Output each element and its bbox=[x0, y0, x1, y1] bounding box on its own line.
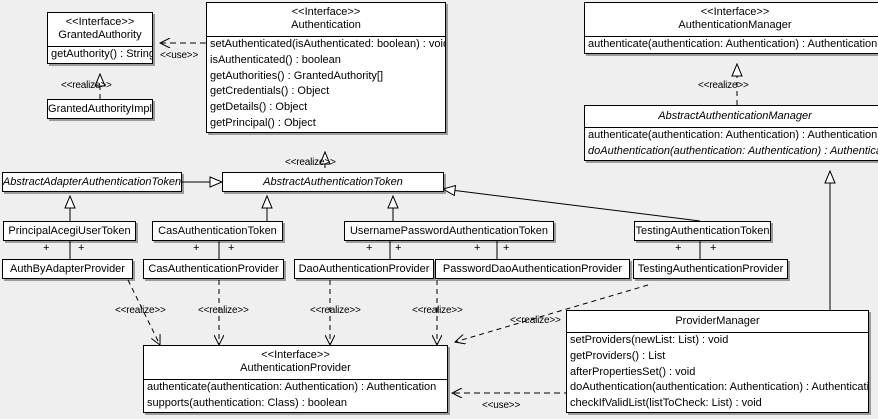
class-header-authentication-provider: <<Interface>> AuthenticationProvider bbox=[144, 346, 447, 379]
class-name-testing-authentication-provider: TestingAuthenticationProvider bbox=[637, 263, 784, 275]
class-granted-authority[interactable]: <<Interface>> GrantedAuthority getAuthor… bbox=[47, 12, 153, 64]
class-name-principal-acegi-user-token: PrincipalAcegiUserToken bbox=[8, 225, 131, 237]
member-get-authorities: getAuthorities() : GrantedAuthority[] bbox=[210, 69, 384, 82]
multiplicity-cas-left: + bbox=[193, 242, 200, 254]
class-auth-by-adapter-provider[interactable]: AuthByAdapterProvider bbox=[2, 259, 133, 279]
member-authenticate: authenticate(authentication: Authenticat… bbox=[147, 381, 437, 393]
class-name-authentication-manager: AuthenticationManager bbox=[678, 19, 792, 31]
edge-label-realize-granted-authority-impl: <<realize>> bbox=[61, 80, 112, 91]
class-password-dao-authentication-provider[interactable]: PasswordDaoAuthenticationProvider bbox=[435, 259, 630, 279]
stereotype-interface: <<Interface>> bbox=[291, 6, 361, 18]
edge-label-realize-testing-provider: <<realize>> bbox=[510, 315, 561, 326]
class-header-provider-manager: ProviderManager bbox=[567, 311, 868, 332]
class-provider-manager[interactable]: ProviderManager setProviders(newList: Li… bbox=[566, 310, 869, 413]
edge-label-realize-dao-provider: <<realize>> bbox=[310, 305, 361, 316]
member-set-authenticated: setAuthenticated(isAuthenticated: boolea… bbox=[210, 38, 446, 50]
edge-label-realize-cas-provider: <<realize>> bbox=[198, 305, 249, 316]
class-name-cas-authentication-provider: CasAuthenticationProvider bbox=[148, 263, 279, 275]
class-header-authentication: <<Interface>> Authentication bbox=[207, 3, 445, 36]
class-abstract-authentication-manager[interactable]: AbstractAuthenticationManager authentica… bbox=[584, 105, 878, 161]
class-name-authentication-provider: AuthenticationProvider bbox=[240, 362, 351, 374]
multiplicity-testing-right: + bbox=[710, 242, 717, 254]
class-dao-authentication-provider[interactable]: DaoAuthenticationProvider bbox=[294, 259, 434, 279]
stereotype-interface: <<Interface>> bbox=[700, 6, 770, 18]
members-granted-authority: getAuthority() : String bbox=[48, 47, 152, 63]
member-get-principal: getPrincipal() : Object bbox=[210, 116, 316, 129]
class-header-granted-authority: <<Interface>> GrantedAuthority bbox=[48, 13, 152, 46]
member-get-providers: getProviders() : List bbox=[570, 349, 666, 362]
class-name-username-password-authentication-token: UsernamePasswordAuthenticationToken bbox=[349, 225, 549, 237]
members-abstract-authentication-manager: authenticate(authentication: Authenticat… bbox=[585, 128, 878, 160]
edge-label-realize-auth-by-adapter-provider: <<realize>> bbox=[115, 305, 166, 316]
multiplicity-cas-right: + bbox=[228, 242, 235, 254]
stereotype-interface: <<Interface>> bbox=[261, 349, 330, 361]
class-abstract-adapter-authentication-token[interactable]: AbstractAdapterAuthenticationToken bbox=[2, 172, 182, 192]
class-name-dao-authentication-provider: DaoAuthenticationProvider bbox=[298, 263, 430, 275]
members-authentication-manager: authenticate(authentication: Authenticat… bbox=[585, 37, 878, 53]
multiplicity-testing-left: + bbox=[675, 242, 682, 254]
edge-label-realize-password-dao-provider: <<realize>> bbox=[412, 305, 463, 316]
member-set-providers: setProviders(newList: List) : void bbox=[570, 334, 729, 346]
class-name-cas-authentication-token: CasAuthenticationToken bbox=[158, 225, 277, 237]
separator bbox=[48, 46, 152, 47]
class-header-abstract-authentication-manager: AbstractAuthenticationManager bbox=[585, 106, 878, 127]
stereotype-interface: <<Interface>> bbox=[65, 16, 135, 28]
member-get-details: getDetails() : Object bbox=[210, 101, 308, 113]
member-supports: supports(authentication: Class) : boolea… bbox=[147, 396, 347, 409]
member-do-authentication: doAuthentication(authentication: Authent… bbox=[570, 381, 869, 394]
class-authentication-provider[interactable]: <<Interface>> AuthenticationProvider aut… bbox=[143, 345, 448, 413]
separator bbox=[567, 332, 868, 333]
edge-label-use-granted-authority: <<use>> bbox=[160, 50, 199, 61]
class-name-authentication: Authentication bbox=[291, 19, 361, 31]
members-provider-manager: setProviders(newList: List) : void getPr… bbox=[567, 333, 868, 412]
class-name-auth-by-adapter-provider: AuthByAdapterProvider bbox=[10, 263, 125, 275]
class-name-granted-authority: GrantedAuthority bbox=[58, 29, 142, 41]
class-name-abstract-authentication-manager: AbstractAuthenticationManager bbox=[658, 110, 812, 122]
member-is-authenticated: isAuthenticated() : boolean bbox=[210, 53, 341, 66]
class-name-provider-manager: ProviderManager bbox=[675, 315, 760, 327]
members-authentication: setAuthenticated(isAuthenticated: boolea… bbox=[207, 37, 445, 132]
class-authentication[interactable]: <<Interface>> Authentication setAuthenti… bbox=[206, 2, 446, 133]
edge-label-realize-abstract-authentication-manager: <<realize>> bbox=[698, 80, 749, 91]
member-check-if-valid-list: checkIfValidList(listToCheck: List) : vo… bbox=[570, 397, 762, 409]
class-cas-authentication-token[interactable]: CasAuthenticationToken bbox=[152, 221, 283, 241]
multiplicity-principal-left: + bbox=[43, 242, 50, 254]
separator bbox=[585, 36, 878, 37]
class-testing-authentication-token[interactable]: TestingAuthenticationToken bbox=[634, 221, 771, 241]
class-name-testing-authentication-token: TestingAuthenticationToken bbox=[635, 225, 770, 237]
class-name-abstract-adapter-authentication-token: AbstractAdapterAuthenticationToken bbox=[2, 176, 182, 188]
multiplicity-upat-1: + bbox=[366, 242, 373, 254]
class-principal-acegi-user-token[interactable]: PrincipalAcegiUserToken bbox=[3, 221, 136, 241]
class-authentication-manager[interactable]: <<Interface>> AuthenticationManager auth… bbox=[584, 2, 878, 54]
edge-label-realize-abstract-authentication-token: <<realize>> bbox=[285, 157, 336, 168]
member-authenticate: authenticate(authentication: Authenticat… bbox=[588, 129, 878, 141]
separator bbox=[144, 379, 447, 380]
separator bbox=[207, 36, 445, 37]
multiplicity-upat-2: + bbox=[395, 242, 402, 254]
members-authentication-provider: authenticate(authentication: Authenticat… bbox=[144, 380, 447, 412]
class-header-authentication-manager: <<Interface>> AuthenticationManager bbox=[585, 3, 878, 36]
multiplicity-principal-right: + bbox=[78, 242, 85, 254]
class-granted-authority-impl[interactable]: GrantedAuthorityImpl bbox=[47, 99, 153, 119]
class-name-abstract-authentication-token: AbstractAuthenticationToken bbox=[263, 176, 403, 188]
member-authenticate: authenticate(authentication: Authenticat… bbox=[588, 38, 878, 50]
class-name-granted-authority-impl: GrantedAuthorityImpl bbox=[48, 103, 152, 115]
multiplicity-upat-4: + bbox=[503, 242, 510, 254]
class-testing-authentication-provider[interactable]: TestingAuthenticationProvider bbox=[633, 259, 788, 279]
class-cas-authentication-provider[interactable]: CasAuthenticationProvider bbox=[143, 259, 284, 279]
member-do-authentication: doAuthentication(authentication: Authent… bbox=[588, 144, 878, 157]
member-get-credentials: getCredentials() : Object bbox=[210, 85, 330, 98]
class-name-password-dao-authentication-provider: PasswordDaoAuthenticationProvider bbox=[442, 263, 623, 275]
class-username-password-authentication-token[interactable]: UsernamePasswordAuthenticationToken bbox=[344, 221, 554, 241]
edge-label-use-provider-manager: <<use>> bbox=[482, 400, 521, 411]
member-get-authority: getAuthority() : String bbox=[51, 48, 153, 60]
member-after-properties-set: afterPropertiesSet() : void bbox=[570, 365, 696, 378]
class-abstract-authentication-token[interactable]: AbstractAuthenticationToken bbox=[222, 172, 444, 192]
separator bbox=[585, 127, 878, 128]
multiplicity-upat-3: + bbox=[474, 242, 481, 254]
